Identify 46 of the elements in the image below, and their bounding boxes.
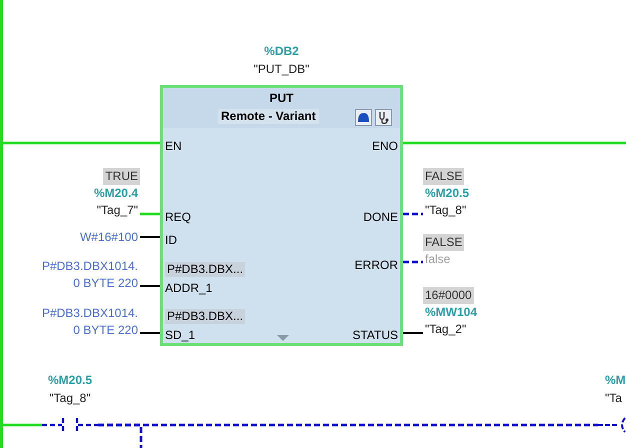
instance-address: %DB2 [264, 44, 299, 59]
operand-constant: P#DB3.DBX1014. 0 BYTE 220 [40, 305, 139, 339]
wire [3, 424, 42, 426]
parameter-value: P#DB3.DBX... [165, 262, 246, 277]
function-block [160, 85, 403, 346]
power-rail [0, 0, 3, 448]
operand-name: "Tag_8" [424, 202, 468, 219]
wire [403, 212, 423, 216]
pin-label: ERROR [354, 258, 398, 273]
wire [140, 236, 160, 238]
operand-name: "Tag_2" [424, 321, 468, 338]
pin-label: ADDR_1 [165, 281, 212, 296]
pin-label: SD_1 [165, 328, 196, 343]
pin-label: ENO [372, 139, 398, 154]
pin-label: ID [165, 233, 177, 248]
wire [140, 332, 160, 334]
wire [403, 142, 626, 144]
block-title: Remote - Variant [218, 109, 319, 124]
operand-name: "Tag_7" [96, 202, 139, 219]
pin-label: EN [165, 139, 182, 154]
operand-address: %M20.4 [92, 185, 139, 202]
monitor-value: FALSE [423, 234, 464, 251]
operand-constant: P#DB3.DBX1014. 0 BYTE 220 [40, 258, 139, 292]
operand-name: "Tag_8" [49, 391, 91, 406]
wire [140, 285, 160, 287]
placeholder-text: false [424, 251, 452, 268]
pin-label: REQ [165, 210, 192, 225]
wire [140, 212, 160, 216]
monitor-value: 16#0000 [423, 287, 474, 304]
parameter-value: P#DB3.DBX... [165, 309, 246, 324]
operand-address: %MW104 [424, 304, 478, 321]
operand-address: %M [605, 373, 626, 388]
pin-label: DONE [363, 210, 398, 225]
wire [98, 424, 142, 448]
operand-address: %M20.5 [424, 185, 470, 202]
pin-label: STATUS [352, 328, 398, 343]
operand-name: "Ta [605, 391, 622, 406]
operand-address: %M20.5 [48, 373, 92, 388]
instance-name: "PUT_DB" [254, 62, 310, 77]
monitor-value: FALSE [423, 168, 464, 185]
block-title: PUT [270, 91, 294, 106]
monitor-value: TRUE [103, 168, 140, 185]
operand-constant: W#16#100 [78, 229, 139, 246]
wire [403, 260, 423, 264]
wire [3, 142, 160, 144]
wire [403, 332, 423, 334]
